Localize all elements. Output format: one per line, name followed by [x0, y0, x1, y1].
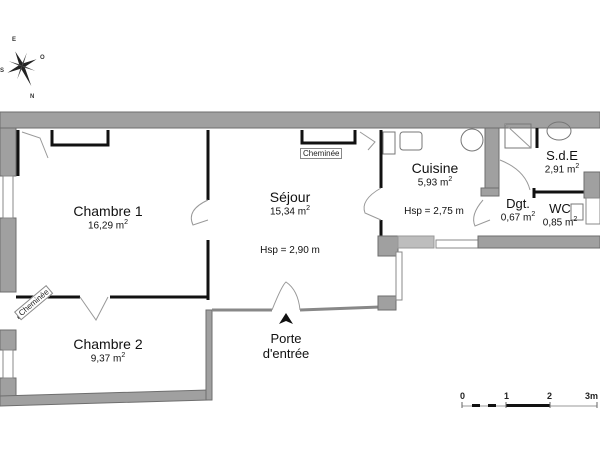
- exterior-wall-left-bottom: [0, 377, 17, 399]
- compass-letter-west: O: [40, 55, 45, 61]
- exterior-wall-top: [0, 111, 600, 129]
- window-chambre1: [2, 175, 14, 219]
- room-cuisine: Cuisine 5,93 m2: [412, 160, 459, 188]
- kitchen-sink: [399, 131, 423, 151]
- compass-letter-east: E: [12, 37, 17, 43]
- door-sde: [499, 159, 531, 191]
- entrance-label: Porte d'entrée: [262, 331, 310, 361]
- fireplace-label-sejour: Cheminée: [300, 148, 343, 159]
- washbasin: [546, 121, 572, 141]
- wall-chambre2-right: [205, 309, 213, 401]
- room-name: Chambre 2: [73, 336, 143, 352]
- room-name: Séjour: [269, 189, 311, 205]
- door-entrance: [271, 281, 301, 311]
- room-area: 15,34 m2: [269, 205, 311, 218]
- wall-cuisine-bottom: [397, 235, 435, 249]
- room-name: WC: [549, 201, 571, 216]
- closet-chambre1: [50, 130, 110, 147]
- compass-rose-icon: [7, 51, 37, 86]
- room-name: S.d.E: [546, 148, 578, 163]
- fireplace-sejour: [300, 130, 357, 145]
- window-swing-chambre1: [21, 131, 49, 159]
- wall-pier: [377, 295, 397, 311]
- entrance-arrow-icon: [279, 313, 293, 324]
- wall-pier-upper: [377, 235, 399, 257]
- shower: [504, 123, 532, 149]
- scale-tick-2: 2: [547, 391, 553, 401]
- window-sejour: [395, 251, 403, 301]
- room-sejour: Séjour 15,34 m2: [270, 189, 310, 217]
- compass-letter-north: N: [30, 94, 35, 100]
- scale-tick-3m: 3m: [585, 391, 599, 401]
- room-wc: WC 0,85 m2: [543, 201, 577, 228]
- window-chambre2: [2, 349, 14, 379]
- ceiling-height-sejour: Hsp = 2,90 m: [260, 245, 320, 256]
- compass-letter-south: S: [0, 68, 5, 74]
- scale-tick-0: 0: [460, 391, 466, 401]
- room-name: Dgt.: [506, 196, 530, 211]
- room-name: Chambre 1: [73, 203, 143, 219]
- exterior-wall-left-lower: [0, 329, 17, 351]
- room-chambre-1: Chambre 1 16,29 m2: [73, 203, 142, 231]
- room-dgt: Dgt. 0,67 m2: [501, 196, 535, 223]
- room-area: 16,29 m2: [87, 219, 129, 232]
- exterior-wall-left-middle: [0, 217, 17, 293]
- room-area: 5,93 m2: [417, 176, 453, 189]
- scale-tick-1: 1: [504, 391, 510, 401]
- kitchen-counter: [382, 131, 396, 155]
- scale-bar: [461, 402, 598, 408]
- room-sde: S.d.E 2,91 m2: [545, 148, 579, 175]
- toilet: [570, 203, 584, 221]
- exterior-wall-right-bottom: [477, 235, 600, 249]
- wall-cuisine-right: [484, 127, 500, 189]
- door-cuisine: [363, 187, 382, 221]
- room-area: 2,91 m2: [544, 163, 580, 176]
- kitchen-appliance: [460, 128, 484, 152]
- exterior-wall-bottom: [0, 389, 209, 407]
- room-area: 0,67 m2: [500, 211, 536, 224]
- exterior-wall-right: [583, 171, 600, 199]
- room-area: 0,85 m2: [542, 216, 578, 229]
- door-chambre2: [79, 296, 109, 321]
- door-chambre1: [190, 199, 209, 226]
- window-cuisine: [435, 239, 481, 249]
- room-area: 9,37 m2: [90, 352, 126, 365]
- room-name: Cuisine: [411, 160, 459, 176]
- door-dgt: [473, 199, 491, 227]
- wall-sejour-bottom-right: [299, 305, 381, 312]
- ceiling-height-cuisine: Hsp = 2,75 m: [404, 206, 464, 217]
- exterior-wall-left-upper: [0, 127, 17, 177]
- room-chambre-2: Chambre 2 9,37 m2: [73, 336, 142, 364]
